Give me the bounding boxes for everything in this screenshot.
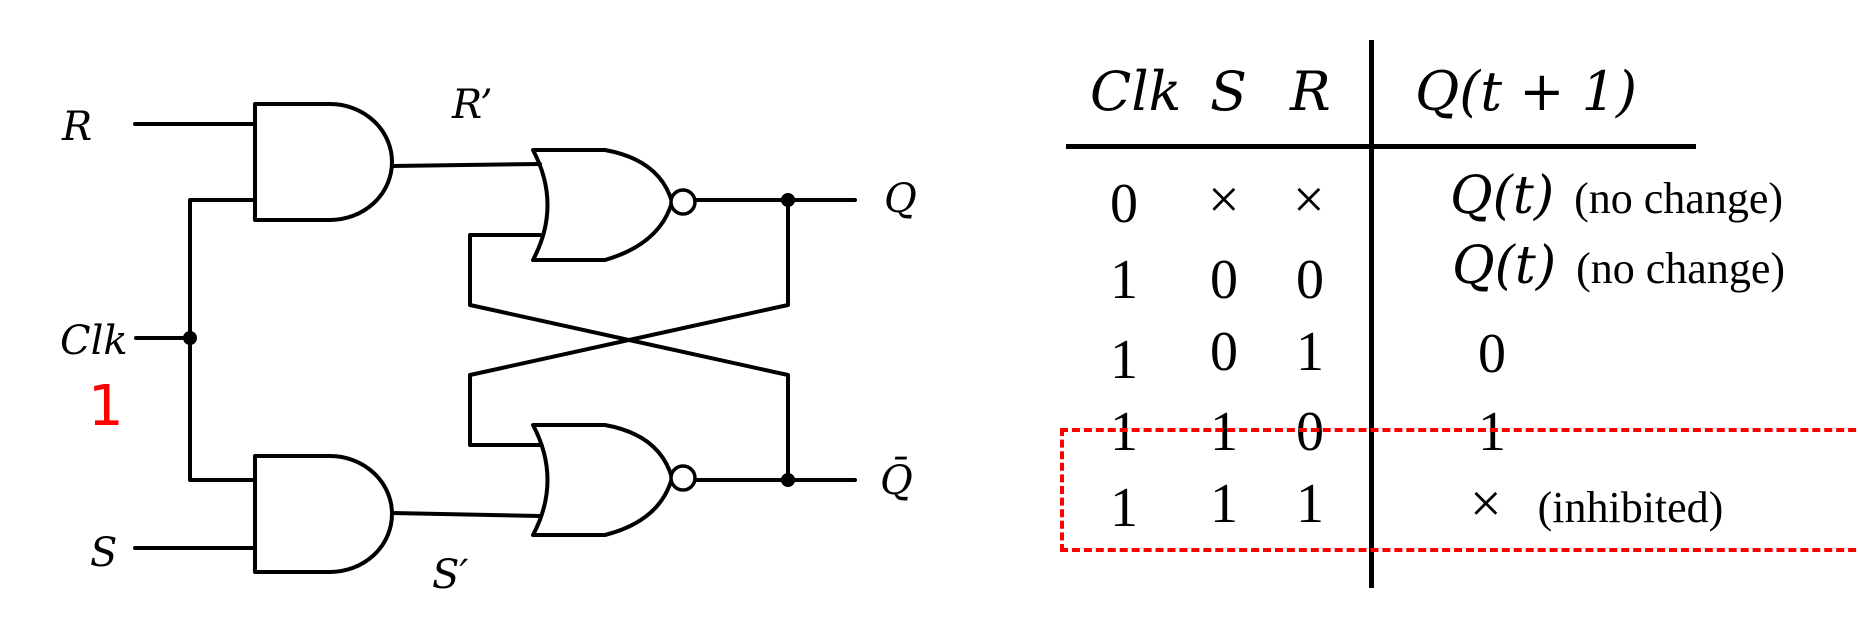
- nor-bottom-bubble: [669, 464, 697, 492]
- row-3-output: 1: [1478, 400, 1506, 464]
- row-3-clk: 1: [1110, 401, 1138, 463]
- row-4-r: 1: [1296, 473, 1324, 535]
- row-0-clk: 0: [1110, 173, 1138, 235]
- row-0-output: Q(t) (no change): [1450, 166, 1783, 226]
- row-4-output: × (inhibited): [1470, 472, 1723, 536]
- label-s-prime: S′: [432, 552, 468, 598]
- nor-gate-bottom: [531, 423, 674, 537]
- row-2-clk: 1: [1110, 329, 1138, 391]
- and-gate-top: [253, 102, 394, 222]
- label-clk: Clk: [60, 318, 128, 364]
- row-1-note: (no change): [1576, 244, 1786, 293]
- row-2-r: 1: [1296, 321, 1324, 383]
- header-s: S: [1210, 60, 1247, 123]
- clk-junction-dot: [183, 331, 197, 345]
- truth-table: Clk S R Q(t + 1) 0 × × Q(t) (no change) 1…: [1060, 40, 1858, 630]
- header-next-state: Q(t + 1): [1415, 60, 1638, 123]
- feedback-q-bar-to-top-nor: [468, 233, 790, 482]
- row-1-output: Q(t) (no change): [1452, 236, 1785, 296]
- wire-r-prime: [390, 162, 542, 168]
- q-bar-junction-dot: [781, 473, 795, 487]
- gated-sr-latch-circuit: R R’ Clk 1 S S′ Q Q̄: [60, 82, 917, 598]
- row-2-s: 0: [1210, 321, 1238, 383]
- row-3-s: 1: [1210, 401, 1238, 463]
- header-clk: Clk: [1090, 60, 1182, 123]
- label-clk-value: 1: [88, 374, 124, 439]
- row-0-r: ×: [1293, 169, 1325, 231]
- nor-gate-top: [531, 148, 674, 262]
- label-r: R: [61, 104, 92, 150]
- label-q-bar: Q̄: [880, 457, 913, 504]
- nor-top-bubble: [669, 188, 697, 216]
- row-1-r: 0: [1296, 249, 1324, 311]
- header-r: R: [1290, 60, 1331, 123]
- row-0-s: ×: [1208, 169, 1240, 231]
- label-q: Q: [884, 176, 917, 222]
- row-4-note: (inhibited): [1537, 483, 1724, 532]
- column-divider: [1369, 40, 1374, 588]
- row-4-s: 1: [1210, 473, 1238, 535]
- row-4-clk: 1: [1110, 477, 1138, 539]
- row-0-note: (no change): [1574, 174, 1784, 223]
- label-s: S: [90, 530, 117, 576]
- row-0-next-state: Q(t): [1450, 166, 1555, 226]
- wire-s-prime: [390, 511, 542, 518]
- label-r-prime: R’: [451, 82, 493, 128]
- row-1-next-state: Q(t): [1452, 236, 1557, 296]
- row-1-s: 0: [1210, 249, 1238, 311]
- row-4-next-state: ×: [1470, 473, 1502, 535]
- q-junction-dot: [781, 193, 795, 207]
- row-2-next-state: 0: [1478, 323, 1506, 385]
- row-3-next-state: 1: [1478, 401, 1506, 463]
- row-3-r: 0: [1296, 401, 1324, 463]
- row-1-clk: 1: [1110, 249, 1138, 311]
- and-gate-bottom: [253, 454, 394, 574]
- header-divider: [1066, 144, 1696, 149]
- row-2-output: 0: [1478, 322, 1506, 386]
- highlighted-row-box: [1060, 428, 1858, 552]
- feedback-q-to-bottom-nor: [468, 198, 790, 447]
